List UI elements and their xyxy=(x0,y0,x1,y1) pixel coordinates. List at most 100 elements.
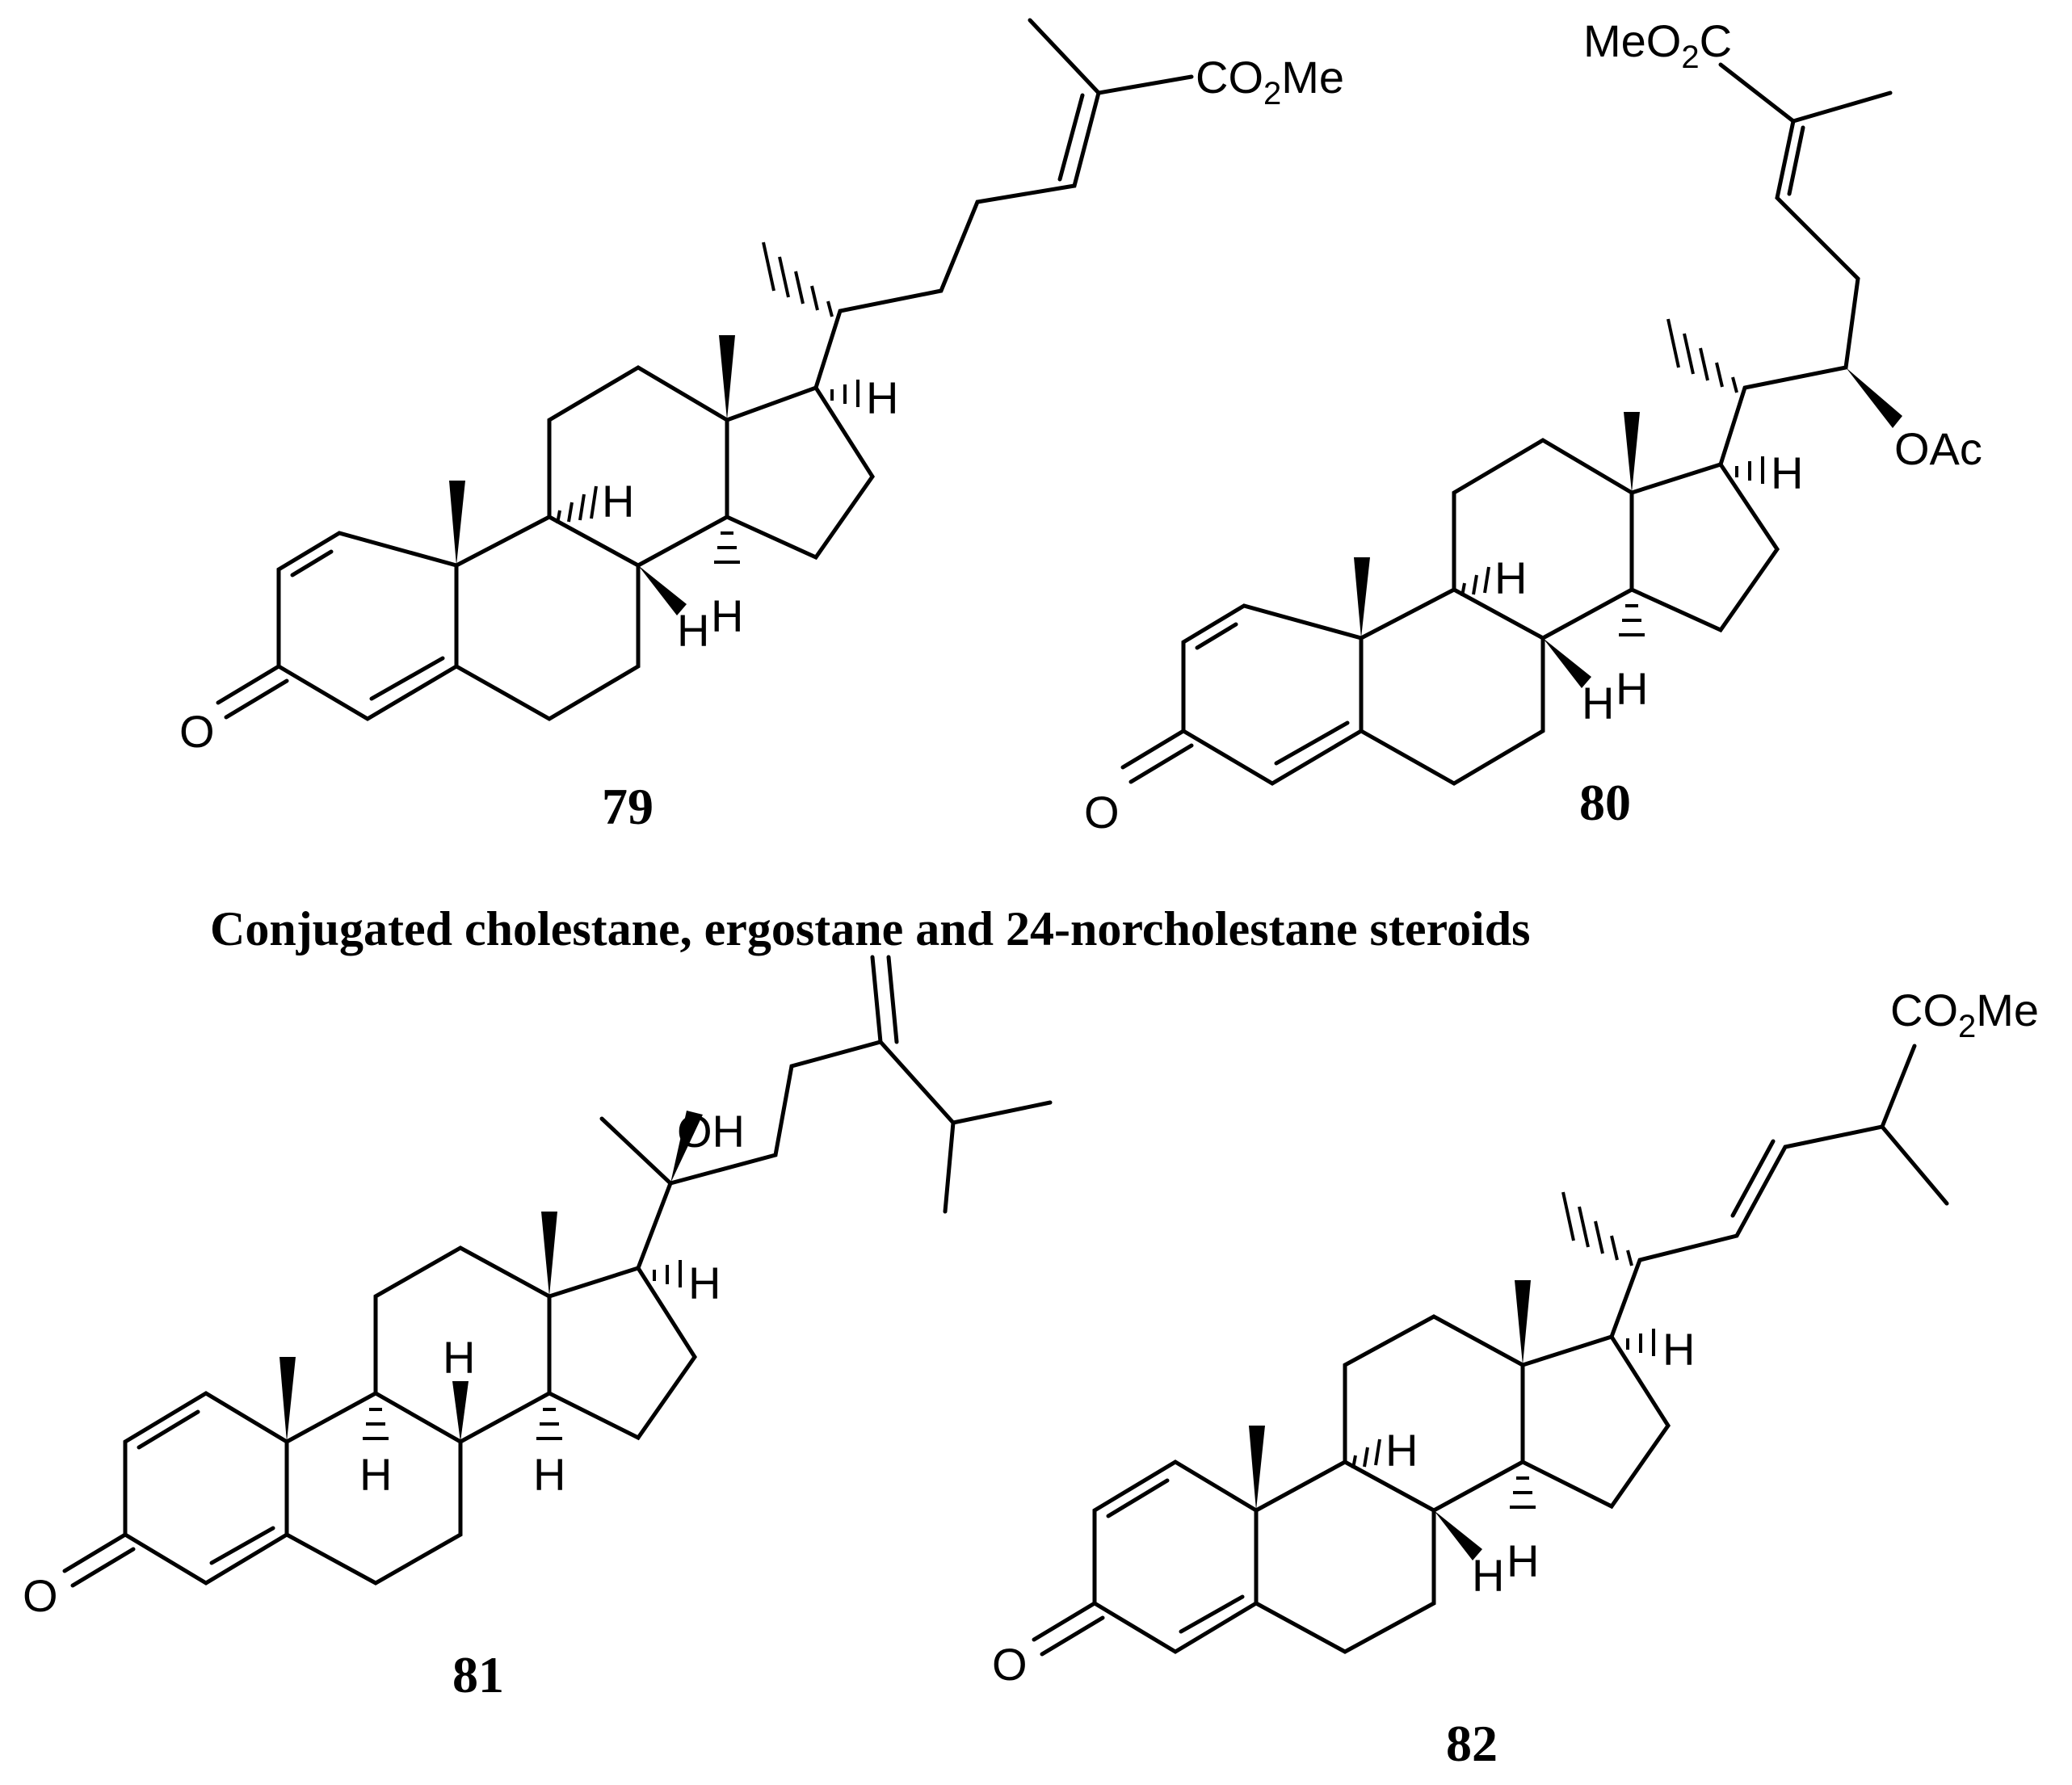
h17-label-80: H xyxy=(1771,447,1803,498)
c18-methyl-wedge-80 xyxy=(1624,412,1640,493)
oac-wedge-80 xyxy=(1846,368,1902,428)
c4-c5-double-80 xyxy=(1274,720,1350,766)
h8-label-80: H xyxy=(1582,678,1614,729)
ring-c-81 xyxy=(373,1245,552,1444)
ester-label-82: CO2Me xyxy=(1890,985,2039,1044)
c23-c24-double-80 xyxy=(1787,125,1805,196)
c4-c5-double-79 xyxy=(369,656,445,701)
compound-81: OH H H H H O 81 xyxy=(23,955,1053,1703)
compound-number-81: 81 xyxy=(452,1646,504,1703)
side-chain-80 xyxy=(1718,90,1893,467)
ring-b-80 xyxy=(1359,587,1545,786)
h9-hash-82 xyxy=(1351,1438,1381,1469)
c18-methyl-wedge-81 xyxy=(541,1212,557,1296)
c3-oxo-81 xyxy=(62,1532,136,1588)
h8-label-81: H xyxy=(443,1332,475,1383)
c18-methyl-wedge-82 xyxy=(1515,1280,1531,1365)
side-chain-79 xyxy=(813,74,1194,390)
oh-label-81: OH xyxy=(677,1106,745,1157)
oxo-label-80: O xyxy=(1084,787,1120,838)
ring-b-79 xyxy=(454,514,641,721)
oxo-label-82: O xyxy=(992,1639,1028,1690)
c4-c5-double-82 xyxy=(1179,1594,1245,1634)
h14-label-82: H xyxy=(1507,1535,1539,1586)
h9-label-79: H xyxy=(602,476,634,527)
c19-methyl-wedge-82 xyxy=(1249,1426,1265,1510)
ester-label-79: CO2Me xyxy=(1196,52,1344,111)
c19-methyl-wedge-80 xyxy=(1354,557,1370,638)
c21-hash-80 xyxy=(1666,318,1738,393)
h8-label-79: H xyxy=(677,605,709,656)
c1-c2-double-79 xyxy=(290,549,334,578)
ring-d-80 xyxy=(1629,462,1780,633)
c19-methyl-wedge-79 xyxy=(449,481,465,565)
h17-label-82: H xyxy=(1662,1324,1695,1375)
c21-hash-82 xyxy=(1561,1191,1633,1266)
c18-methyl-wedge-79 xyxy=(719,335,735,420)
h9-label-81: H xyxy=(359,1449,392,1500)
ring-d-82 xyxy=(1520,1334,1671,1510)
h17-hash-81 xyxy=(653,1260,682,1287)
ring-d-81 xyxy=(547,1266,698,1441)
c1-c2-double-80 xyxy=(1195,622,1238,650)
oxo-label-81: O xyxy=(23,1570,58,1621)
oh-wedge-81 xyxy=(670,1111,703,1183)
h8-wedge-81 xyxy=(452,1381,469,1442)
c19-methyl-wedge-81 xyxy=(279,1357,296,1442)
h14-label-80: H xyxy=(1616,663,1648,714)
h8-wedge-79 xyxy=(638,565,687,615)
ring-b-81 xyxy=(284,1391,463,1586)
compound-number-82: 82 xyxy=(1446,1715,1498,1772)
h9-hash-80 xyxy=(1460,566,1490,597)
c3-oxo-82 xyxy=(1032,1601,1105,1657)
c21-hash-79 xyxy=(762,242,834,317)
h9-label-80: H xyxy=(1494,552,1527,603)
h17-hash-80 xyxy=(1735,456,1764,484)
c1-c2-double-81 xyxy=(137,1409,200,1450)
compound-79: CO2Me H H H H O 79 xyxy=(179,18,1344,835)
h14-hash-81 xyxy=(536,1408,562,1440)
ring-b-82 xyxy=(1254,1460,1436,1654)
h8-label-82: H xyxy=(1472,1550,1504,1601)
c24-c25-double-79 xyxy=(1057,93,1085,182)
ring-c-82 xyxy=(1343,1314,1525,1513)
h17-label-81: H xyxy=(688,1258,721,1308)
h9-hash-81 xyxy=(363,1408,389,1440)
c26-methyl-79 xyxy=(1028,18,1101,95)
h14-hash-82 xyxy=(1510,1476,1536,1509)
compound-number-79: 79 xyxy=(602,778,654,835)
ring-a-82 xyxy=(1092,1460,1259,1654)
oac-label-80: OAc xyxy=(1894,423,1982,474)
h9-hash-79 xyxy=(556,485,598,524)
side-chain-81 xyxy=(599,955,1053,1270)
ring-c-80 xyxy=(1452,438,1634,640)
h17-hash-82 xyxy=(1626,1329,1655,1356)
h8-wedge-80 xyxy=(1543,638,1591,688)
ring-a-81 xyxy=(123,1391,289,1586)
c4-c5-double-81 xyxy=(209,1526,275,1565)
ester-label-80: MeO2C xyxy=(1583,15,1732,75)
h14-hash-80 xyxy=(1619,604,1645,636)
c3-oxo-80 xyxy=(1120,729,1194,784)
ring-d-79 xyxy=(725,384,876,561)
compound-80: MeO2C OAc H H H H O 80 xyxy=(1084,15,1982,838)
oxo-label-79: O xyxy=(179,706,215,757)
ring-a-79 xyxy=(276,531,459,721)
c1-c2-double-82 xyxy=(1106,1478,1170,1518)
figure-caption: Conjugated cholestane, ergostane and 24-… xyxy=(210,902,1530,956)
c22-c23-double-82 xyxy=(1730,1139,1776,1218)
h14-label-79: H xyxy=(711,590,743,641)
h8-wedge-82 xyxy=(1434,1510,1482,1560)
h14-label-81: H xyxy=(533,1449,565,1500)
ester-bond-80 xyxy=(1718,62,1796,124)
compound-82: CO2Me H H H H O 82 xyxy=(992,985,2039,1772)
h9-label-82: H xyxy=(1385,1425,1418,1476)
compound-number-80: 80 xyxy=(1579,774,1631,831)
h14-hash-79 xyxy=(714,531,740,564)
side-chain-82 xyxy=(1609,1044,1949,1339)
h17-hash-79 xyxy=(830,380,859,407)
ring-c-79 xyxy=(547,365,729,568)
c3-oxo-79 xyxy=(216,664,289,720)
h17-label-79: H xyxy=(866,372,898,423)
